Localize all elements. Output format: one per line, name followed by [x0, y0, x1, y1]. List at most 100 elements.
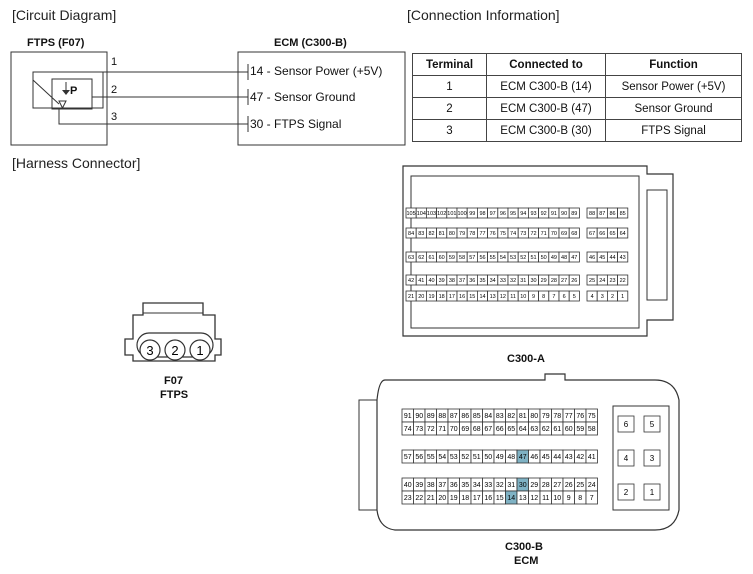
- pin-cell: [617, 207, 629, 219]
- harness-connector-title: [Harness Connector]: [12, 155, 141, 171]
- c300b-sub: ECM: [514, 555, 539, 567]
- pin-label: 68: [473, 426, 481, 433]
- c300a-name: C300-A: [507, 353, 545, 365]
- sensor-element: [51, 78, 93, 110]
- pin-label: 75: [500, 231, 506, 237]
- pin-label: 36: [469, 278, 475, 284]
- pin-label: 70: [450, 426, 458, 433]
- f07-sub: FTPS: [160, 389, 189, 401]
- pin-label: 90: [415, 413, 423, 420]
- pin-label: 7: [552, 294, 555, 300]
- pin-label: 48: [561, 255, 567, 261]
- pin-label: 26: [565, 482, 573, 489]
- pin-label: 61: [553, 426, 561, 433]
- table-cell: Sensor Ground: [605, 97, 742, 120]
- pin-label: 65: [507, 426, 515, 433]
- pin-label: 49: [551, 255, 557, 261]
- pin-label: 46: [530, 454, 538, 461]
- pin-label: 96: [500, 211, 506, 217]
- pin-label: 36: [450, 482, 458, 489]
- wire-1-pin: 1: [111, 56, 118, 68]
- pin-label: 14: [507, 495, 515, 502]
- sensor-diagonal: [32, 79, 60, 105]
- pin-label: 2: [624, 488, 629, 497]
- pin-label: 38: [427, 482, 435, 489]
- pin-label: 37: [459, 278, 465, 284]
- pin-label: 70: [551, 231, 557, 237]
- ecm-pin-30-label: 30 - FTPS Signal: [250, 117, 342, 131]
- pin-label: 56: [479, 255, 485, 261]
- pin-label: 91: [551, 211, 557, 217]
- pin-label: 35: [461, 482, 469, 489]
- pin-label: 76: [576, 413, 584, 420]
- pin-label: 56: [415, 454, 423, 461]
- pin-label: 12: [530, 495, 538, 502]
- pin-label: 87: [599, 211, 605, 217]
- pin-label: 49: [496, 454, 504, 461]
- sensor-box: [10, 51, 108, 146]
- pin-label: 5: [650, 420, 655, 429]
- pin-label: 29: [541, 278, 547, 284]
- f07-name: F07: [164, 375, 183, 387]
- pin-label: 18: [461, 495, 469, 502]
- pin-label: 3: [601, 294, 604, 300]
- pin-label: 2: [611, 294, 614, 300]
- pin-label: 34: [473, 482, 481, 489]
- pin-label: 87: [450, 413, 458, 420]
- pin-label: 37: [438, 482, 446, 489]
- sensor-symbol-label: P: [70, 85, 78, 97]
- pin-label: 52: [461, 454, 469, 461]
- table-cell: ECM C300-B (14): [486, 75, 606, 98]
- pin-label: 83: [418, 231, 424, 237]
- pin-cell: [643, 483, 661, 501]
- ecm-pin-14-label: 14 - Sensor Power (+5V): [250, 64, 383, 78]
- c300a-latch: [646, 189, 668, 301]
- pin-label: 44: [553, 454, 561, 461]
- table-cell: ECM C300-B (47): [486, 97, 606, 120]
- sensor-frame: [32, 71, 104, 109]
- pin-label: 67: [589, 231, 595, 237]
- pin-label: 51: [530, 255, 536, 261]
- pin-label: 52: [520, 255, 526, 261]
- pin-label: 72: [530, 231, 536, 237]
- c300b-housing: [376, 373, 680, 531]
- pin-label: 86: [461, 413, 469, 420]
- pin-label: 39: [439, 278, 445, 284]
- pin-label: 50: [484, 454, 492, 461]
- pin-label: 105: [407, 211, 416, 217]
- pin-label: 83: [496, 413, 504, 420]
- pin-label: 48: [507, 454, 515, 461]
- wire-2-pin: 2: [111, 84, 118, 96]
- pin-label: 82: [428, 231, 434, 237]
- pin-cell: [617, 251, 629, 263]
- pin-label: 77: [479, 231, 485, 237]
- pin-label: 13: [519, 495, 527, 502]
- pin-label: 10: [553, 495, 561, 502]
- pin-label: 43: [565, 454, 573, 461]
- pin-label: 54: [438, 454, 446, 461]
- pin-label: 97: [490, 211, 496, 217]
- circuit-diagram: [10, 51, 406, 146]
- pressure-arrow-head: [62, 90, 70, 95]
- pin-label: 33: [484, 482, 492, 489]
- pin-label: 10: [520, 294, 526, 300]
- table-cell: Sensor Power (+5V): [605, 75, 742, 98]
- pin-label: 19: [450, 495, 458, 502]
- pin-label: 76: [490, 231, 496, 237]
- pin-label: 55: [490, 255, 496, 261]
- pin-label: 80: [530, 413, 538, 420]
- pin-label: 101: [447, 211, 456, 217]
- table-cell: FTPS Signal: [605, 119, 742, 142]
- pin-cell: [617, 483, 635, 501]
- pin-label: 4: [591, 294, 594, 300]
- pin-cell: [568, 207, 580, 219]
- pin-label: 30: [519, 482, 527, 489]
- connection-info-title: [Connection Information]: [407, 7, 560, 23]
- pin-label: 22: [415, 495, 423, 502]
- pin-label: 69: [561, 231, 567, 237]
- pin-label: 79: [459, 231, 465, 237]
- f07-connector: 3 2 1: [124, 302, 222, 362]
- pin-label: 67: [484, 426, 492, 433]
- pin-label: 85: [473, 413, 481, 420]
